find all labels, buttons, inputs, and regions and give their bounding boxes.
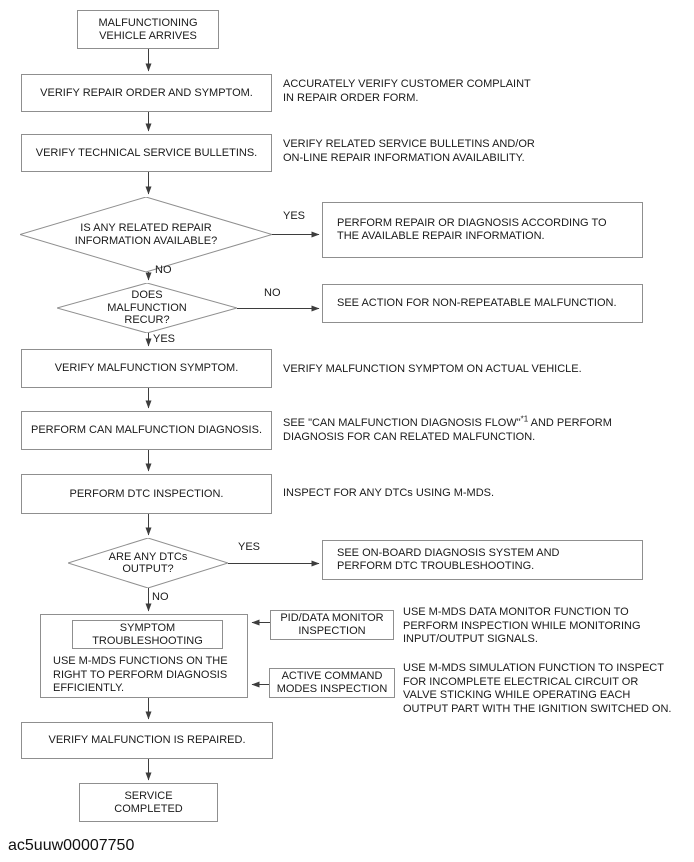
pid-monitor-box: PID/DATA MONITOR INSPECTION bbox=[270, 610, 394, 640]
verify-tsb-label: VERIFY TECHNICAL SERVICE BULLETINS. bbox=[35, 146, 258, 159]
perform-repair-label: PERFORM REPAIR OR DIAGNOSIS ACCORDING TO… bbox=[337, 217, 607, 242]
note-dtc: INSPECT FOR ANY DTCs USING M-MDS. bbox=[283, 487, 495, 499]
dtcs-output-label: ARE ANY DTCs OUTPUT? bbox=[108, 550, 188, 576]
can-diagnosis-box: PERFORM CAN MALFUNCTION DIAGNOSIS. bbox=[21, 411, 272, 450]
non-repeatable-box: SEE ACTION FOR NON-REPEATABLE MALFUNCTIO… bbox=[322, 284, 643, 323]
service-completed-label: SERVICE COMPLETED bbox=[114, 789, 183, 815]
note-can-post: AND PERFORM DIAGNOSIS FOR CAN RELATED MA… bbox=[283, 417, 612, 443]
note-tsb: VERIFY RELATED SERVICE BULLETINS AND/OR … bbox=[283, 138, 535, 164]
diamond-shape bbox=[57, 283, 237, 333]
onboard-diagnosis-box: SEE ON-BOARD DIAGNOSIS SYSTEM AND PERFOR… bbox=[322, 540, 643, 580]
perform-repair-box: PERFORM REPAIR OR DIAGNOSIS ACCORDING TO… bbox=[322, 202, 643, 258]
start-box-label: MALFUNCTIONING VEHICLE ARRIVES bbox=[98, 16, 198, 42]
active-command-label: ACTIVE COMMAND MODES INSPECTION bbox=[276, 670, 388, 695]
note-symptom: VERIFY MALFUNCTION SYMPTOM ON ACTUAL VEH… bbox=[283, 363, 582, 375]
no-label-recur: NO bbox=[264, 287, 281, 299]
note-can-sup: *1 bbox=[520, 414, 529, 424]
verify-repair-order-label: VERIFY REPAIR ORDER AND SYMPTOM. bbox=[40, 86, 253, 99]
can-diagnosis-label: PERFORM CAN MALFUNCTION DIAGNOSIS. bbox=[30, 424, 263, 436]
note-can: SEE "CAN MALFUNCTION DIAGNOSIS FLOW"*1 A… bbox=[283, 414, 628, 444]
verify-symptom-label: VERIFY MALFUNCTION SYMPTOM. bbox=[54, 362, 239, 374]
symptom-troubleshooting-box: SYMPTOM TROUBLESHOOTING USE M-MDS FUNCTI… bbox=[40, 614, 248, 698]
onboard-diagnosis-label: SEE ON-BOARD DIAGNOSIS SYSTEM AND PERFOR… bbox=[337, 547, 560, 572]
note-pid: USE M-MDS DATA MONITOR FUNCTION TO PERFO… bbox=[403, 606, 641, 645]
repair-info-available-diamond: IS ANY RELATED REPAIR INFORMATION AVAILA… bbox=[20, 197, 272, 272]
yes-label-recur: YES bbox=[153, 333, 176, 345]
no-label-dtcs: NO bbox=[152, 591, 169, 603]
yes-label-repair-info: YES bbox=[283, 210, 306, 222]
verify-repaired-box: VERIFY MALFUNCTION IS REPAIRED. bbox=[21, 722, 273, 759]
symptom-troubleshooting-body: USE M-MDS FUNCTIONS ON THE RIGHT TO PERF… bbox=[53, 655, 228, 694]
symptom-troubleshooting-title: SYMPTOM TROUBLESHOOTING bbox=[92, 621, 203, 647]
note-active: USE M-MDS SIMULATION FUNCTION TO INSPECT… bbox=[403, 662, 672, 715]
non-repeatable-label: SEE ACTION FOR NON-REPEATABLE MALFUNCTIO… bbox=[337, 297, 617, 309]
verify-repaired-label: VERIFY MALFUNCTION IS REPAIRED. bbox=[48, 734, 246, 746]
figure-code: ac5uuw00007750 bbox=[8, 837, 135, 854]
yes-label-dtcs: YES bbox=[238, 541, 261, 553]
active-command-box: ACTIVE COMMAND MODES INSPECTION bbox=[269, 668, 395, 698]
diamond-shape bbox=[68, 538, 228, 588]
dtcs-output-diamond: ARE ANY DTCs OUTPUT? bbox=[68, 538, 228, 588]
dtc-inspection-box: PERFORM DTC INSPECTION. bbox=[21, 474, 272, 514]
diamond-shape bbox=[20, 197, 272, 272]
verify-repair-order-box: VERIFY REPAIR ORDER AND SYMPTOM. bbox=[21, 74, 272, 112]
service-completed-box: SERVICE COMPLETED bbox=[79, 783, 218, 822]
verify-tsb-box: VERIFY TECHNICAL SERVICE BULLETINS. bbox=[21, 134, 272, 172]
verify-symptom-box: VERIFY MALFUNCTION SYMPTOM. bbox=[21, 349, 272, 388]
symptom-troubleshooting-title-box: SYMPTOM TROUBLESHOOTING bbox=[72, 620, 223, 649]
note-can-pre: SEE "CAN MALFUNCTION DIAGNOSIS FLOW" bbox=[283, 417, 521, 429]
pid-monitor-label: PID/DATA MONITOR INSPECTION bbox=[280, 612, 384, 637]
no-label-repair-info: NO bbox=[155, 264, 172, 276]
repair-info-available-label: IS ANY RELATED REPAIR INFORMATION AVAILA… bbox=[74, 222, 218, 247]
dtc-inspection-label: PERFORM DTC INSPECTION. bbox=[69, 487, 224, 500]
malfunction-recur-label: DOES MALFUNCTION RECUR? bbox=[107, 289, 187, 327]
start-box: MALFUNCTIONING VEHICLE ARRIVES bbox=[77, 10, 219, 49]
note-repair-order: ACCURATELY VERIFY CUSTOMER COMPLAINT IN … bbox=[283, 78, 531, 104]
malfunction-recur-diamond: DOES MALFUNCTION RECUR? bbox=[57, 283, 237, 333]
